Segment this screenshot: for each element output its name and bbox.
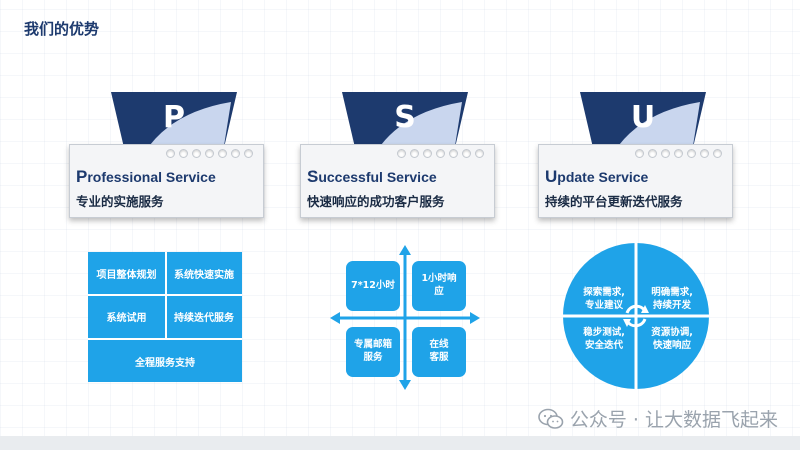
tab-letter: S bbox=[394, 100, 416, 135]
cross-square-bottom-left: 专属邮箱服务 bbox=[346, 327, 400, 377]
circle-quadrants bbox=[563, 243, 709, 389]
card-chinese-subtitle: 持续的平台更新迭代服务 bbox=[545, 194, 683, 209]
tab-letter: U bbox=[630, 100, 656, 135]
circle-quadrant-bottom-right: 资源协调,快速响应 bbox=[651, 327, 693, 351]
card-box: Professional Service 专业的实施服务 bbox=[69, 144, 264, 218]
cross-square-top-right: 1小时响应 bbox=[412, 261, 466, 311]
card-english-title: Successful Service bbox=[307, 167, 437, 186]
service-grid: 项目整体规划 系统快速实施 系统试用 持续迭代服务 全程服务支持 bbox=[88, 252, 242, 382]
binder-holes bbox=[397, 149, 484, 158]
cross-square-bottom-right: 在线客服 bbox=[412, 327, 466, 377]
card-box: Successful Service 快速响应的成功客户服务 bbox=[300, 144, 495, 218]
grid-cell-mid-right: 持续迭代服务 bbox=[174, 313, 234, 324]
tab-shape-graphic bbox=[580, 92, 706, 152]
card-chinese-subtitle: 快速响应的成功客户服务 bbox=[307, 194, 445, 209]
support-cross-diagram: 7*12小时 1小时响应 专属邮箱服务 在线客服 bbox=[330, 245, 480, 390]
circle-quadrant-top-left: 探索需求,专业建议 bbox=[583, 287, 625, 311]
tab-letter: P bbox=[163, 100, 185, 135]
watermark-text: 公众号 · 让大数据飞起来 bbox=[569, 409, 778, 431]
page-title: 我们的优势 bbox=[24, 20, 100, 38]
tab-shape: P bbox=[111, 92, 237, 152]
grid-cell-bottom: 全程服务支持 bbox=[135, 357, 195, 369]
tab-shape: U bbox=[580, 92, 706, 152]
circle-quadrant-top-right: 明确需求,持续开发 bbox=[651, 287, 693, 311]
grid-cell-top-right: 系统快速实施 bbox=[174, 269, 234, 281]
cycle-circle-diagram: 探索需求,专业建议 明确需求,持续开发 稳步测试,安全迭代 资源协调,快速响应 bbox=[563, 243, 709, 389]
card-english-title: Professional Service bbox=[76, 167, 216, 186]
binder-holes bbox=[166, 149, 253, 158]
card-english-title: Update Service bbox=[545, 167, 649, 186]
bottom-bar bbox=[0, 436, 800, 450]
grid-cell-mid-left: 系统试用 bbox=[106, 313, 147, 324]
grid-divider bbox=[88, 294, 242, 296]
card-box: Update Service 持续的平台更新迭代服务 bbox=[538, 144, 733, 218]
grid-cell-top-left: 项目整体规划 bbox=[96, 269, 157, 281]
tab-shape-graphic bbox=[111, 92, 237, 152]
cross-arrows bbox=[330, 245, 480, 390]
circle-quadrant-bottom-left: 稳步测试,安全迭代 bbox=[583, 327, 625, 351]
wechat-icon bbox=[538, 408, 564, 429]
grid-divider bbox=[88, 338, 242, 340]
card-chinese-subtitle: 专业的实施服务 bbox=[76, 194, 164, 209]
tab-shape: S bbox=[342, 92, 468, 152]
binder-holes bbox=[635, 149, 722, 158]
tab-shape-graphic bbox=[342, 92, 468, 152]
watermark: 公众号 · 让大数据飞起来 bbox=[538, 405, 778, 432]
cross-square-top-left: 7*12小时 bbox=[346, 261, 400, 311]
